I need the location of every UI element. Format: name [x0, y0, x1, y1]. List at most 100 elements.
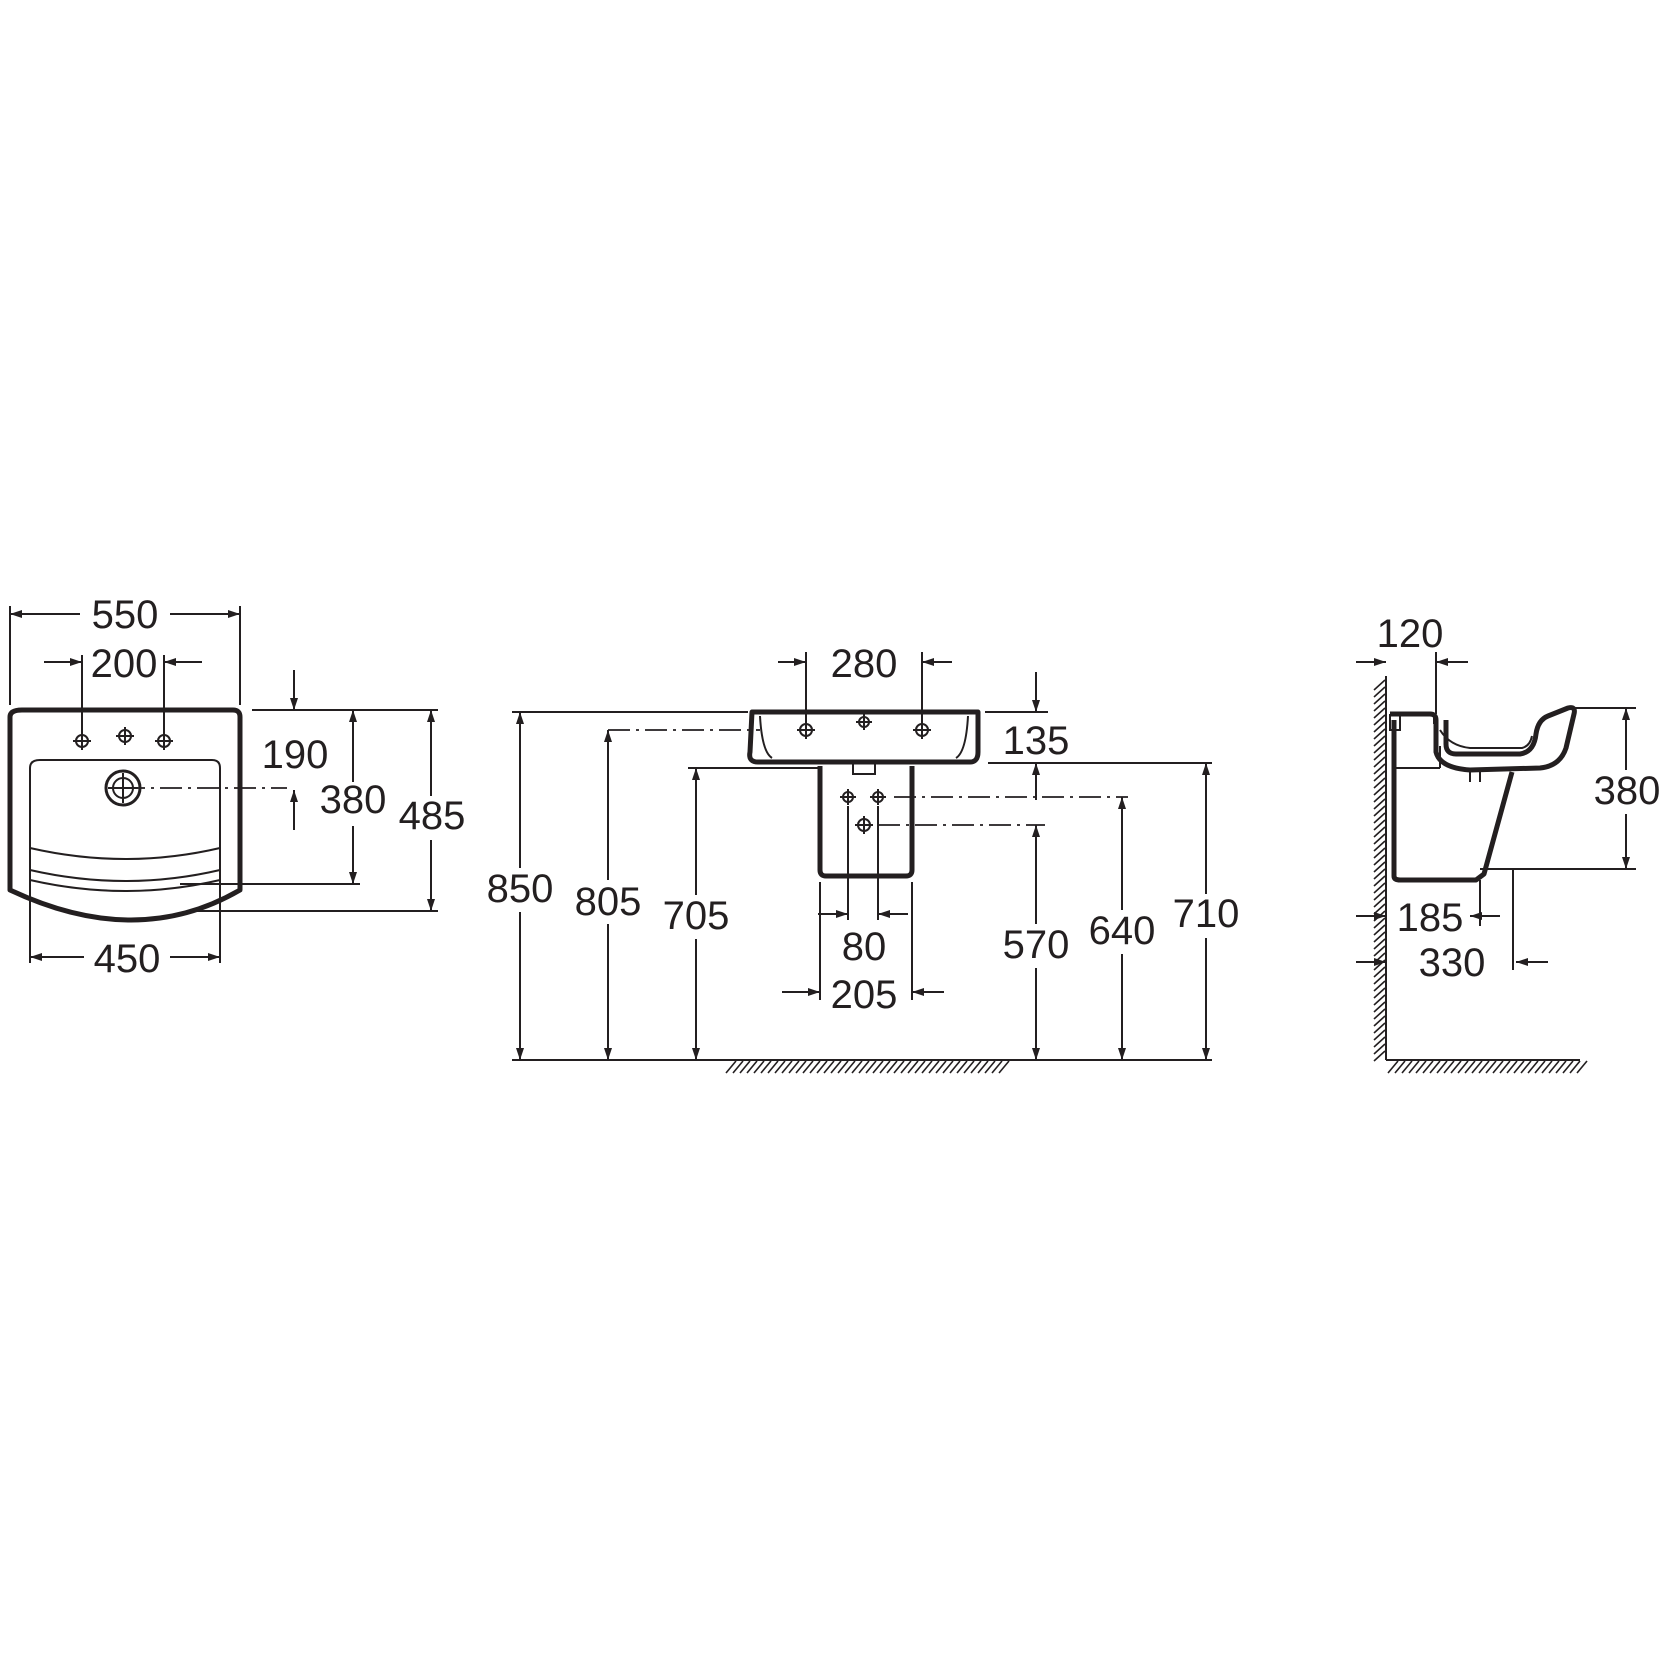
hatch-stroke — [1373, 1022, 1386, 1034]
wall-hatch — [1373, 679, 1386, 1062]
hatch-stroke — [1373, 707, 1386, 719]
hatch-stroke — [1541, 1060, 1553, 1074]
pedestal-side-inner — [1394, 746, 1441, 769]
tap-hole-icon — [797, 721, 815, 739]
hatch-stroke — [1569, 1060, 1581, 1074]
dim-front-tap-height: 805 — [575, 880, 642, 924]
hatch-stroke — [1373, 1008, 1386, 1020]
basin-outline — [7, 707, 243, 923]
hatch-stroke — [844, 1060, 856, 1074]
hatch-stroke — [1562, 1060, 1574, 1074]
fixing-hole-icon — [855, 816, 873, 834]
dim-front-underside-height: 705 — [663, 894, 730, 938]
hatch-stroke — [970, 1060, 982, 1074]
hatch-stroke — [1492, 1060, 1504, 1074]
hatch-stroke — [1408, 1060, 1420, 1074]
hatch-stroke — [1373, 791, 1386, 803]
hatch-stroke — [1387, 1060, 1399, 1074]
hatch-stroke — [1373, 966, 1386, 978]
hatch-stroke — [1373, 798, 1386, 810]
hatch-stroke — [991, 1060, 1003, 1074]
dim-front-upper-fixing: 640 — [1089, 909, 1156, 953]
hatch-stroke — [1373, 1029, 1386, 1041]
hatch-stroke — [1555, 1060, 1567, 1074]
hatch-stroke — [1478, 1060, 1490, 1074]
hatch-stroke — [1373, 686, 1386, 698]
basin-inner-left — [759, 715, 773, 759]
tap-hole-icon — [73, 732, 91, 750]
hatch-stroke — [1373, 1001, 1386, 1013]
hatch-stroke — [1373, 784, 1386, 796]
bowl-front-curve — [29, 847, 221, 860]
hatch-stroke — [1443, 1060, 1455, 1074]
hatch-stroke — [879, 1060, 891, 1074]
dim-front-lower-fixing: 570 — [1003, 923, 1070, 967]
hatch-stroke — [956, 1060, 968, 1074]
hatch-stroke — [1373, 1043, 1386, 1055]
hatch-stroke — [1457, 1060, 1469, 1074]
dim-front-basin-height: 135 — [1003, 719, 1070, 763]
hatch-stroke — [1373, 924, 1386, 936]
dim-side-basin-projection: 330 — [1419, 941, 1486, 985]
hatch-stroke — [1548, 1060, 1560, 1074]
fixing-hole-icon — [870, 789, 886, 805]
hatch-stroke — [1373, 679, 1386, 691]
hatch-stroke — [1373, 994, 1386, 1006]
hatch-stroke — [1373, 938, 1386, 950]
hatch-stroke — [1373, 896, 1386, 908]
dim-front-tap-spacing: 280 — [831, 642, 898, 686]
hatch-stroke — [1373, 931, 1386, 943]
dim-top-overall-depth: 485 — [399, 794, 466, 838]
hatch-stroke — [753, 1060, 765, 1074]
dim-top-tap-spacing: 200 — [91, 642, 158, 686]
hatch-stroke — [1373, 714, 1386, 726]
hatch-stroke — [1429, 1060, 1441, 1074]
dim-top-bowl-depth: 380 — [320, 778, 387, 822]
hatch-stroke — [1436, 1060, 1448, 1074]
basin-front-outline — [747, 709, 981, 765]
hatch-stroke — [1373, 721, 1386, 733]
dim-top-bowl-width: 450 — [94, 937, 161, 981]
bowl-front-curve-inner — [29, 869, 221, 882]
hatch-stroke — [1373, 805, 1386, 817]
hatch-stroke — [921, 1060, 933, 1074]
hatch-stroke — [1576, 1060, 1588, 1074]
dim-side-pedestal-depth: 185 — [1397, 896, 1464, 940]
hatch-stroke — [1373, 1036, 1386, 1048]
hatch-stroke — [1373, 700, 1386, 712]
dim-front-pedestal-width: 205 — [831, 973, 898, 1017]
hatch-stroke — [858, 1060, 870, 1074]
hatch-stroke — [1485, 1060, 1497, 1074]
basin-inner-right — [955, 715, 969, 759]
hatch-stroke — [816, 1060, 828, 1074]
hatch-stroke — [907, 1060, 919, 1074]
hatch-stroke — [865, 1060, 877, 1074]
hatch-stroke — [935, 1060, 947, 1074]
dim-front-fixing-spacing: 80 — [842, 925, 887, 969]
hatch-stroke — [774, 1060, 786, 1074]
hatch-stroke — [893, 1060, 905, 1074]
hatch-stroke — [1373, 861, 1386, 873]
hatch-stroke — [802, 1060, 814, 1074]
hatch-stroke — [1373, 693, 1386, 705]
fixing-hole-icon — [840, 789, 856, 805]
hatch-stroke — [1415, 1060, 1427, 1074]
hatch-stroke — [1373, 728, 1386, 740]
hatch-stroke — [1373, 833, 1386, 845]
dim-front-rim-height: 850 — [487, 867, 554, 911]
hatch-stroke — [949, 1060, 961, 1074]
floor-hatch — [725, 1060, 1010, 1074]
hatch-stroke — [1373, 756, 1386, 768]
hatch-stroke — [914, 1060, 926, 1074]
hatch-stroke — [900, 1060, 912, 1074]
hatch-stroke — [872, 1060, 884, 1074]
tap-hole-icon — [116, 727, 134, 745]
hatch-stroke — [963, 1060, 975, 1074]
hatch-stroke — [1450, 1060, 1462, 1074]
hatch-stroke — [851, 1060, 863, 1074]
top-view: 550 200 450 190 380 485 — [7, 592, 468, 981]
hatch-stroke — [1373, 735, 1386, 747]
hatch-stroke — [1373, 763, 1386, 775]
hatch-stroke — [1464, 1060, 1476, 1074]
